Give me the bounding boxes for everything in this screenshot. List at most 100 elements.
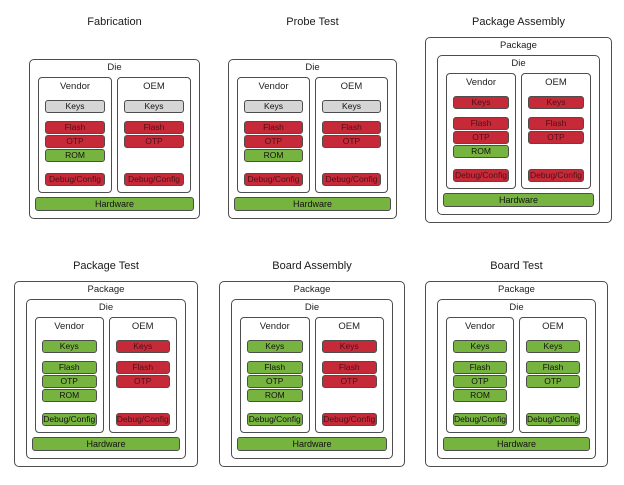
vendor-flash-block: Flash <box>453 117 509 130</box>
vendor-label: Vendor <box>465 77 497 88</box>
package-box: Package Die Vendor Keys Flash OTP ROM De… <box>425 281 608 467</box>
oem-label: OEM <box>338 321 361 332</box>
die-label: Die <box>509 302 524 313</box>
oem-flash-block: Flash <box>526 361 580 374</box>
oem-memory-group: Flash OTP <box>124 121 184 162</box>
lifecycle-stage-panel: Board Assembly Package Die Vendor Keys F… <box>219 260 405 467</box>
vendor-flash-block: Flash <box>244 121 303 134</box>
vendor-memory-group: Flash OTP ROM <box>453 117 509 158</box>
oem-otp-block: OTP <box>528 131 584 144</box>
lifecycle-stage-panel: Package Assembly Package Die Vendor Keys… <box>425 16 612 223</box>
vendor-keys-block: Keys <box>453 340 507 353</box>
package-box: Package Die Vendor Keys Flash OTP ROM De… <box>425 37 612 223</box>
oem-keys-block: Keys <box>115 340 170 353</box>
oem-memory-group: Flash OTP <box>115 361 170 402</box>
vendor-flash-block: Flash <box>45 121 105 134</box>
stage-title: Package Assembly <box>472 16 565 28</box>
lifecycle-stage-panel: Probe Test Die Vendor Keys Flash OTP ROM… <box>228 16 397 219</box>
oem-keys-block: Keys <box>124 100 184 113</box>
vendor-memory-group: Flash OTP ROM <box>247 361 303 402</box>
vendor-keys-block: Keys <box>244 100 303 113</box>
hardware-bar: Hardware <box>32 437 180 451</box>
vendor-debug-config-block: Debug/Config <box>453 413 507 426</box>
vendor-rom-block: ROM <box>42 389 97 402</box>
oem-column: OEM Keys Flash OTP Debug/Config <box>108 317 177 433</box>
oem-memory-group: Flash OTP <box>322 121 381 162</box>
oem-keys-block: Keys <box>528 96 584 109</box>
vendor-column: Vendor Keys Flash OTP ROM Debug/Config <box>35 317 104 433</box>
stage-title: Probe Test <box>286 16 339 28</box>
die-columns: Vendor Keys Flash OTP ROM Debug/Config O… <box>446 73 591 189</box>
lifecycle-stage-panel: Fabrication Die Vendor Keys Flash OTP RO… <box>29 16 200 219</box>
package-label: Package <box>498 284 535 295</box>
oem-label: OEM <box>545 77 567 88</box>
oem-debug-config-block: Debug/Config <box>115 413 170 426</box>
vendor-rom-block: ROM <box>45 149 105 162</box>
oem-flash-block: Flash <box>115 361 170 374</box>
stage-title: Board Assembly <box>272 260 352 272</box>
lifecycle-stage-panel: Package Test Package Die Vendor Keys Fla… <box>14 260 198 467</box>
oem-column: OEM Keys Flash OTP Debug/Config <box>519 317 587 433</box>
die-box: Die Vendor Keys Flash OTP ROM Debug/Conf… <box>26 299 186 459</box>
oem-otp-block: OTP <box>322 135 381 148</box>
oem-keys-block: Keys <box>321 340 377 353</box>
vendor-rom-block: ROM <box>453 389 507 402</box>
vendor-debug-config-block: Debug/Config <box>45 173 105 186</box>
oem-flash-block: Flash <box>321 361 377 374</box>
vendor-keys-block: Keys <box>247 340 303 353</box>
die-label: Die <box>511 58 526 69</box>
die-box: Die Vendor Keys Flash OTP ROM Debug/Conf… <box>437 55 600 215</box>
oem-label: OEM <box>340 81 363 92</box>
oem-keys-block: Keys <box>322 100 381 113</box>
oem-column: OEM Keys Flash OTP Debug/Config <box>315 77 388 193</box>
oem-debug-config-block: Debug/Config <box>526 413 580 426</box>
vendor-label: Vendor <box>464 321 496 332</box>
hardware-bar: Hardware <box>237 437 387 451</box>
oem-memory-group: Flash OTP <box>321 361 377 402</box>
oem-flash-block: Flash <box>124 121 184 134</box>
vendor-column: Vendor Keys Flash OTP ROM Debug/Config <box>446 317 514 433</box>
oem-memory-group: Flash OTP <box>526 361 580 402</box>
vendor-otp-block: OTP <box>45 135 105 148</box>
vendor-keys-block: Keys <box>453 96 509 109</box>
vendor-flash-block: Flash <box>247 361 303 374</box>
vendor-rom-block: ROM <box>244 149 303 162</box>
oem-column: OEM Keys Flash OTP Debug/Config <box>117 77 191 193</box>
die-columns: Vendor Keys Flash OTP ROM Debug/Config O… <box>35 317 177 433</box>
stage-title: Package Test <box>73 260 139 272</box>
die-box: Die Vendor Keys Flash OTP ROM Debug/Conf… <box>231 299 393 459</box>
die-columns: Vendor Keys Flash OTP ROM Debug/Config O… <box>38 77 191 193</box>
oem-keys-block: Keys <box>526 340 580 353</box>
vendor-memory-group: Flash OTP ROM <box>453 361 507 402</box>
vendor-debug-config-block: Debug/Config <box>244 173 303 186</box>
oem-otp-block: OTP <box>115 375 170 388</box>
vendor-otp-block: OTP <box>244 135 303 148</box>
stage-title: Board Test <box>490 260 543 272</box>
vendor-debug-config-block: Debug/Config <box>453 169 509 182</box>
vendor-flash-block: Flash <box>453 361 507 374</box>
oem-flash-block: Flash <box>322 121 381 134</box>
vendor-label: Vendor <box>59 81 91 92</box>
vendor-label: Vendor <box>258 81 289 92</box>
oem-label: OEM <box>542 321 564 332</box>
die-label: Die <box>98 302 114 313</box>
vendor-rom-block: ROM <box>247 389 303 402</box>
die-columns: Vendor Keys Flash OTP ROM Debug/Config O… <box>446 317 587 433</box>
vendor-memory-group: Flash OTP ROM <box>42 361 97 402</box>
oem-otp-block: OTP <box>124 135 184 148</box>
oem-label: OEM <box>143 81 165 92</box>
oem-otp-block: OTP <box>526 375 580 388</box>
die-label: Die <box>107 62 122 73</box>
vendor-column: Vendor Keys Flash OTP ROM Debug/Config <box>240 317 310 433</box>
vendor-label: Vendor <box>259 321 290 332</box>
vendor-debug-config-block: Debug/Config <box>42 413 97 426</box>
package-label: Package <box>87 284 125 295</box>
vendor-debug-config-block: Debug/Config <box>247 413 303 426</box>
oem-column: OEM Keys Flash OTP Debug/Config <box>314 317 384 433</box>
vendor-otp-block: OTP <box>247 375 303 388</box>
die-label: Die <box>305 62 320 73</box>
die-box: Die Vendor Keys Flash OTP ROM Debug/Conf… <box>437 299 596 459</box>
vendor-keys-block: Keys <box>45 100 105 113</box>
oem-flash-block: Flash <box>528 117 584 130</box>
